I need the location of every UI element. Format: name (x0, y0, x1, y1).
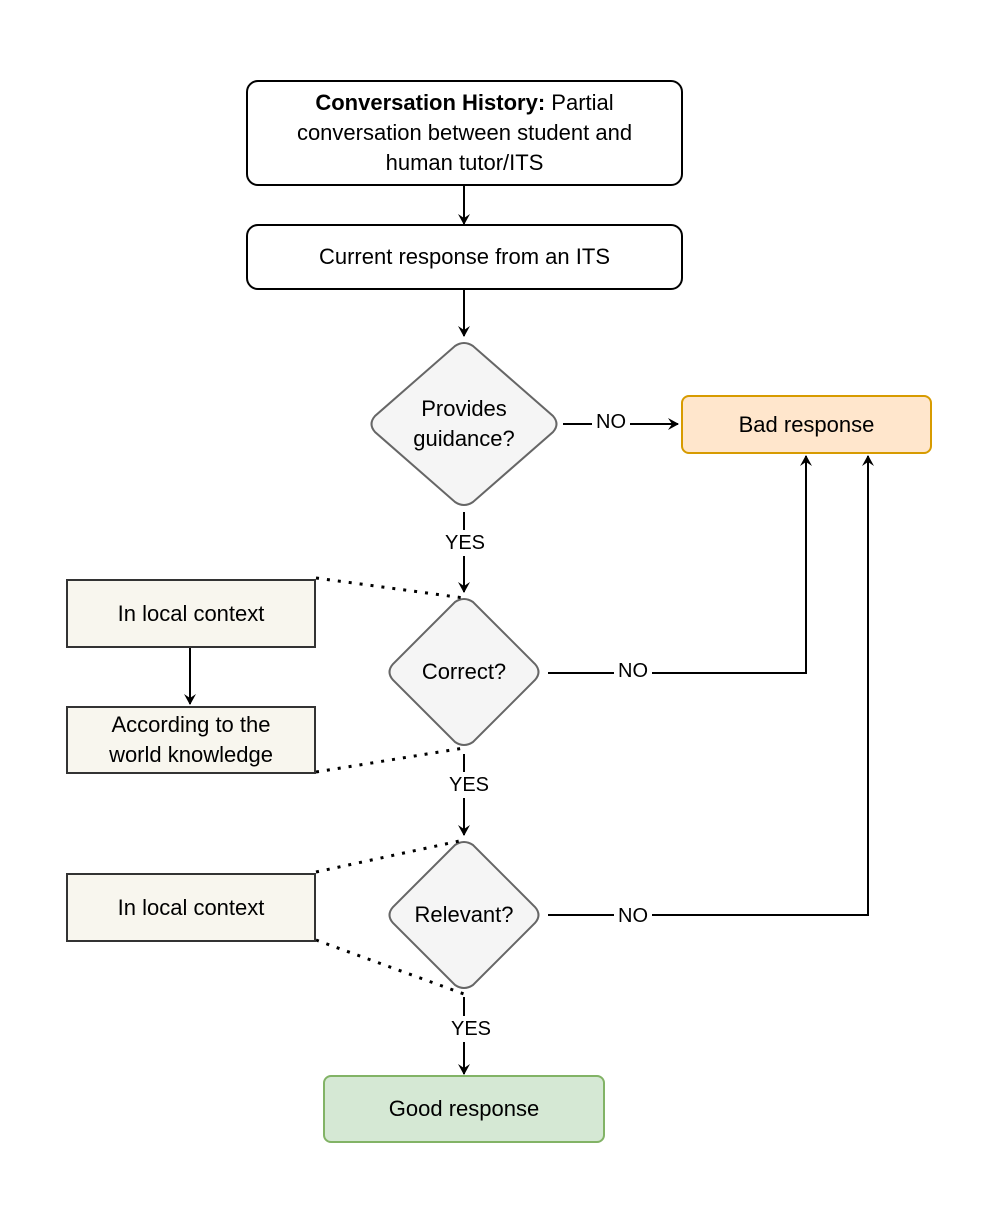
conversation-history-line3: human tutor/ITS (385, 150, 544, 175)
world-knowledge-box: According to the world knowledge (66, 706, 316, 774)
correct-text: Correct? (421, 659, 507, 684)
relevant-diamond (388, 841, 540, 989)
good-response-label: Good response (388, 1096, 540, 1121)
conversation-history-title: Conversation History: (315, 90, 546, 115)
conversation-history-text1: Partial (545, 90, 614, 115)
correct-no-label: NO (614, 660, 652, 682)
provides-guidance-line1: Provides (421, 396, 507, 421)
dotted-correct-top (315, 576, 465, 600)
good-response-box: Good response (323, 1075, 605, 1143)
current-response-label: Current response from an ITS (318, 244, 610, 269)
correct-local-context-box: In local context (66, 579, 316, 648)
guidance-yes-label: YES (436, 532, 494, 554)
guidance-no-label: NO (592, 411, 630, 433)
correct-label: Correct? (394, 656, 534, 688)
bad-response-label: Bad response (738, 411, 875, 437)
correct-diamond (388, 598, 540, 746)
conversation-history-line2: conversation between student and (296, 120, 633, 145)
bad-response-box: Bad response (681, 395, 932, 454)
provides-guidance-line2: guidance? (413, 426, 515, 451)
provides-guidance-diamond (370, 342, 558, 506)
conversation-history-box: Conversation History: Partial conversati… (246, 80, 683, 186)
world-knowledge-line2: world knowledge (109, 742, 273, 767)
world-knowledge-line1: According to the (111, 712, 271, 737)
dotted-relevant-bottom (315, 938, 465, 996)
relevant-no-label: NO (614, 905, 652, 927)
relevant-text: Relevant? (414, 902, 514, 927)
arrow-relevant-no (650, 455, 874, 916)
current-response-box: Current response from an ITS (246, 224, 683, 290)
correct-local-context-label: In local context (117, 600, 265, 626)
correct-yes-label: YES (441, 774, 497, 796)
relevant-local-context-box: In local context (66, 873, 316, 942)
dotted-correct-bottom (315, 746, 465, 774)
relevant-yes-label: YES (443, 1018, 499, 1040)
arrow-correct-no (650, 455, 812, 674)
relevant-label: Relevant? (394, 899, 534, 931)
relevant-local-context-label: In local context (117, 894, 265, 920)
provides-guidance-label: Provides guidance? (384, 392, 544, 456)
conversation-history-line1: Conversation History: Partial (315, 88, 613, 118)
